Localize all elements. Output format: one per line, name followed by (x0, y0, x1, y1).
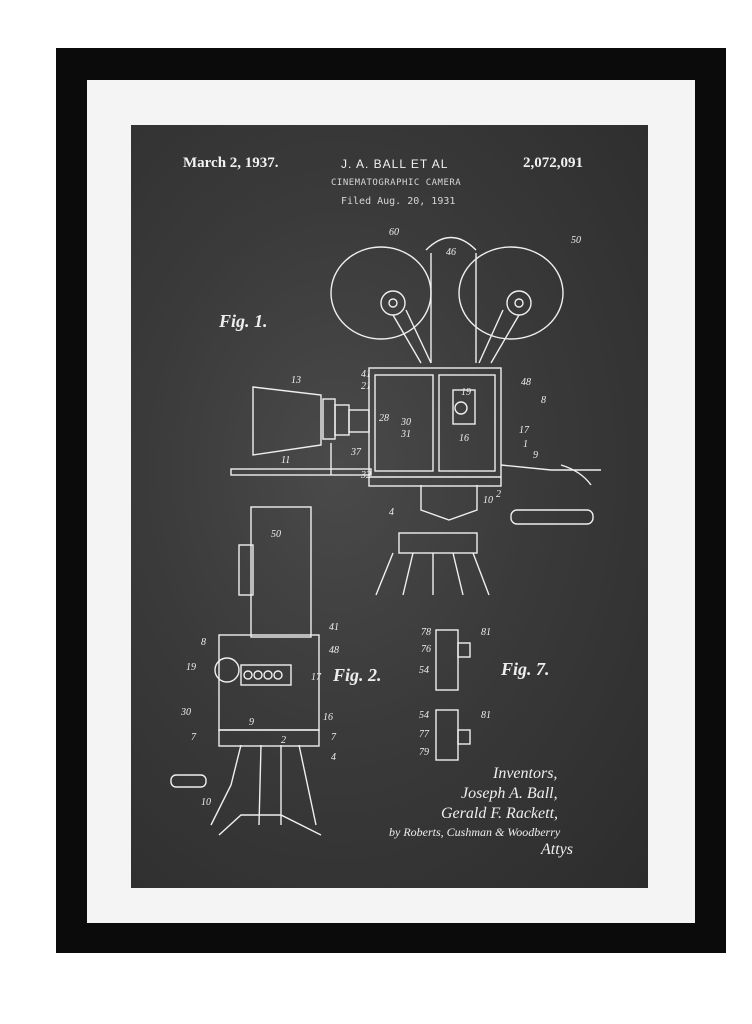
signature-name-1: Joseph A. Ball, (461, 785, 558, 802)
part-number-label: 77 (419, 729, 430, 740)
part-number-label: 32 (360, 470, 371, 481)
part-number-label: 50 (271, 529, 281, 540)
part-number-label: 30 (180, 707, 191, 718)
part-number-label: 4 (331, 752, 336, 763)
part-number-label: 41 (361, 369, 371, 380)
part-number-label: 76 (421, 644, 431, 655)
signature-attys: Attys (541, 841, 573, 858)
part-number-label: 19 (461, 387, 471, 398)
part-number-label: 46 (446, 247, 456, 258)
part-number-label: 10 (201, 797, 211, 808)
part-number-label: 16 (459, 433, 469, 444)
patent-number: 2,072,091 (523, 155, 583, 171)
part-number-label: 13 (291, 375, 301, 386)
part-number-label: 10 (483, 495, 493, 506)
part-number-label: 19 (186, 662, 196, 673)
part-number-label: 54 (419, 710, 429, 721)
part-number-label: 7 (191, 732, 197, 743)
part-number-label: 79 (419, 747, 429, 758)
part-number-label: 37 (350, 447, 362, 458)
camera-body-drawing (230, 367, 601, 596)
part-number-label: 9 (249, 717, 254, 728)
patent-title: CINEMATOGRAPHIC CAMERA (331, 178, 462, 188)
signature-inventors: Inventors, (493, 765, 558, 782)
part-number-label: 78 (421, 627, 431, 638)
signature-attorneys: by Roberts, Cushman & Woodberry (389, 825, 561, 839)
fig1-label: Fig. 1. (219, 311, 268, 331)
part-number-label: 30 (400, 417, 411, 428)
part-number-label: 17 (519, 425, 530, 436)
part-number-label: 8 (541, 395, 546, 406)
part-number-label: 8 (201, 637, 206, 648)
part-number-label: 16 (323, 712, 333, 723)
film-reels-drawing (330, 236, 564, 364)
part-number-label: 54 (419, 665, 429, 676)
fig7-label: Fig. 7. (501, 659, 550, 679)
part-number-label: 7 (331, 732, 337, 743)
signature-name-2: Gerald F. Rackett, (441, 805, 559, 822)
part-number-label: 17 (311, 672, 322, 683)
fig7-drawing (435, 629, 471, 761)
part-number-label: 28 (379, 413, 389, 424)
fig2-label: Fig. 2. (333, 665, 382, 685)
part-number-label: 11 (281, 455, 290, 466)
part-number-label: 4 (389, 507, 394, 518)
part-number-label: 2 (496, 489, 501, 500)
part-number-label: 48 (329, 645, 339, 656)
patent-poster: March 2, 1937. J. A. BALL ET AL 2,072,09… (131, 125, 648, 888)
part-number-label: 1 (523, 439, 528, 450)
part-number-label: 31 (400, 429, 411, 440)
part-number-label: 50 (571, 235, 581, 246)
part-number-label: 60 (389, 227, 399, 238)
part-number-label: 41 (329, 622, 339, 633)
patent-date: March 2, 1937. (183, 155, 279, 171)
part-number-label: 2 (281, 735, 286, 746)
fig2-drawing (170, 506, 322, 836)
part-number-label: 21 (361, 381, 371, 392)
patent-inventors-header: J. A. BALL ET AL (341, 157, 449, 171)
patent-filed-date: Filed Aug. 20, 1931 (341, 196, 456, 207)
part-number-label: 48 (521, 377, 531, 388)
part-number-label: 81 (481, 627, 491, 638)
part-number-label: 9 (533, 450, 538, 461)
part-number-label: 81 (481, 710, 491, 721)
